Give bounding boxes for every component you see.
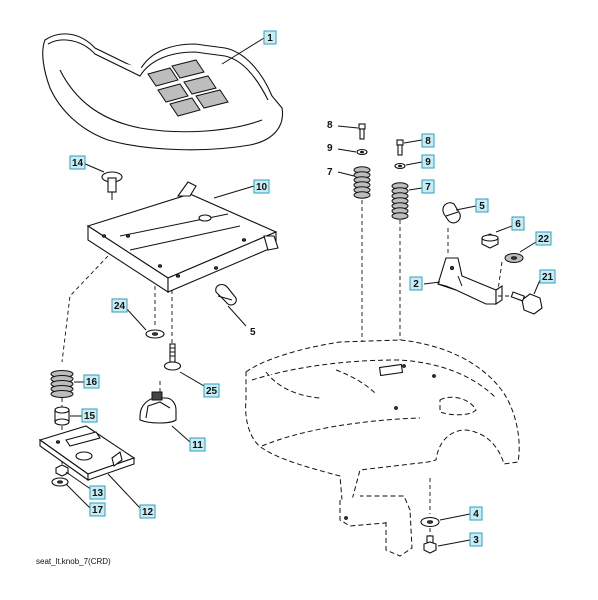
svg-text:13: 13 xyxy=(92,488,104,499)
washer-22 xyxy=(504,253,524,263)
svg-text:17: 17 xyxy=(92,505,104,516)
nut-6 xyxy=(481,233,499,249)
label-7-left: 7 xyxy=(327,167,333,178)
hinge-bracket xyxy=(437,257,503,306)
svg-text:5: 5 xyxy=(479,201,485,212)
washer-9-right xyxy=(394,162,406,170)
seat-knob xyxy=(101,171,123,200)
spring-7-right xyxy=(391,182,409,220)
bolt-25 xyxy=(163,343,182,371)
svg-text:12: 12 xyxy=(142,507,154,518)
callout-13: 13 xyxy=(89,485,106,500)
callout-12: 12 xyxy=(139,504,156,519)
svg-text:16: 16 xyxy=(86,377,98,388)
svg-text:3: 3 xyxy=(473,535,479,546)
bolt-8-left xyxy=(358,123,366,140)
callout-1: 1 xyxy=(263,30,277,45)
washer-24 xyxy=(145,329,165,339)
svg-text:10: 10 xyxy=(256,182,268,193)
label-5-left: 5 xyxy=(250,327,256,338)
svg-text:24: 24 xyxy=(114,301,126,312)
callout-22: 22 xyxy=(535,231,552,246)
washer-9-left xyxy=(356,148,368,156)
clip-right xyxy=(442,202,461,224)
callout-21: 21 xyxy=(539,269,556,284)
callout-24: 24 xyxy=(111,298,128,313)
callout-15: 15 xyxy=(81,408,98,423)
bushing-15 xyxy=(54,406,70,426)
slide-plate xyxy=(38,425,136,482)
callout-6: 6 xyxy=(511,216,525,231)
callout-2: 2 xyxy=(409,276,423,291)
svg-text:1: 1 xyxy=(267,33,273,44)
seat-bracket xyxy=(86,181,279,294)
callout-14: 14 xyxy=(69,155,86,170)
callout-25: 25 xyxy=(203,383,220,398)
diagram-caption: seat_lt.knob_7(CRD) xyxy=(36,557,111,566)
callout-9-right: 9 xyxy=(421,154,435,169)
fender xyxy=(245,339,520,557)
lower-nut xyxy=(51,464,69,487)
svg-text:11: 11 xyxy=(192,440,203,451)
spring-16 xyxy=(50,370,74,398)
svg-text:9: 9 xyxy=(425,157,431,168)
svg-text:6: 6 xyxy=(515,219,521,230)
seat-pad-grid xyxy=(147,59,229,117)
callout-17: 17 xyxy=(89,502,106,517)
callout-8-right: 8 xyxy=(421,133,435,148)
callout-5-right: 5 xyxy=(475,198,489,213)
adjustment-knob xyxy=(139,391,177,424)
svg-text:14: 14 xyxy=(72,158,84,169)
label-9-left: 9 xyxy=(327,143,333,154)
bolt-21 xyxy=(510,291,543,315)
bolt-8-right xyxy=(396,139,404,156)
seat xyxy=(42,33,284,151)
svg-text:25: 25 xyxy=(206,386,218,397)
callout-11: 11 xyxy=(189,437,206,452)
label-8-left: 8 xyxy=(327,120,333,131)
svg-text:2: 2 xyxy=(413,279,419,290)
callout-4: 4 xyxy=(469,506,483,521)
callout-16: 16 xyxy=(83,374,100,389)
svg-text:8: 8 xyxy=(425,136,431,147)
clip-left xyxy=(215,283,237,306)
callout-7-right: 7 xyxy=(421,179,435,194)
svg-text:15: 15 xyxy=(84,411,96,422)
callout-3: 3 xyxy=(469,532,483,547)
svg-text:22: 22 xyxy=(538,234,550,245)
svg-text:4: 4 xyxy=(473,509,479,520)
callout-10: 10 xyxy=(253,179,270,194)
spring-7-left xyxy=(353,166,371,199)
svg-text:7: 7 xyxy=(425,182,431,193)
washer-4 xyxy=(420,516,440,528)
bolt-3 xyxy=(423,535,437,554)
svg-text:21: 21 xyxy=(542,272,554,283)
